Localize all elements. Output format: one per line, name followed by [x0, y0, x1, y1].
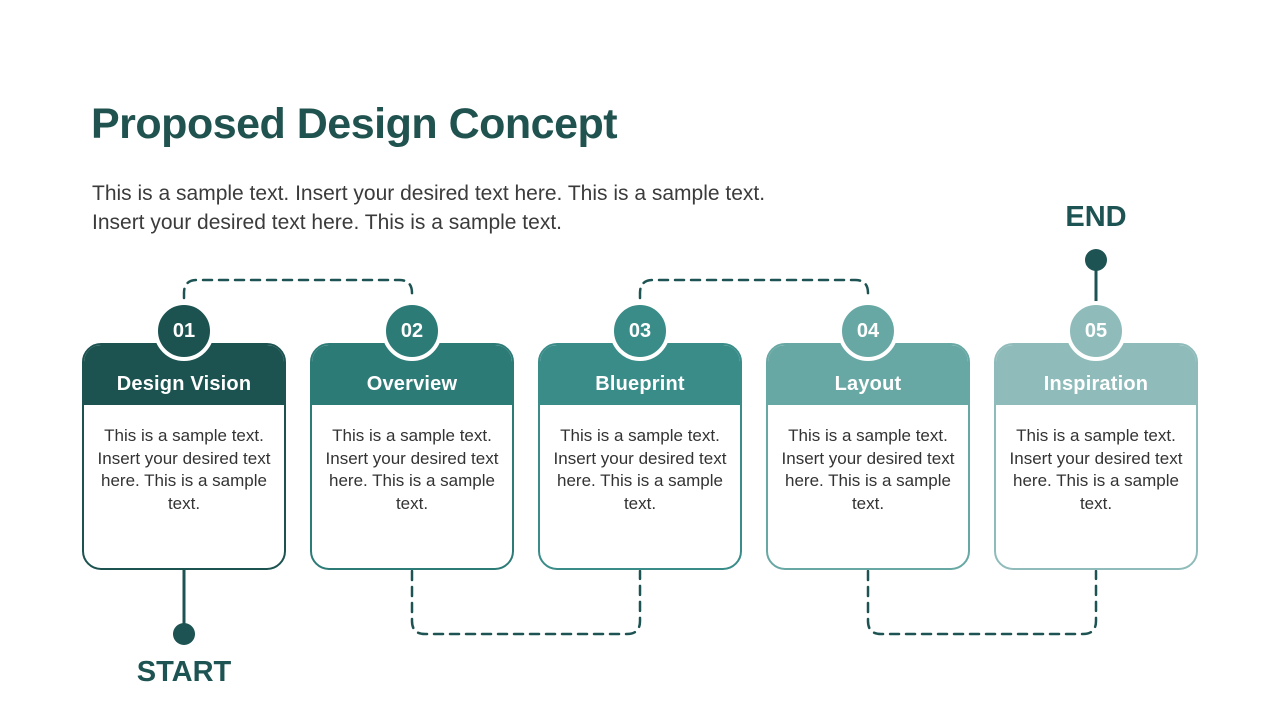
step-card: Design Vision This is a sample text. Ins… — [82, 343, 286, 570]
step-title: Overview — [366, 372, 458, 395]
step-number-badge: 04 — [838, 301, 898, 361]
step-wrapper-4: Layout This is a sample text. Insert you… — [766, 301, 970, 571]
step-number: 05 — [1084, 319, 1108, 342]
end-label: END — [1065, 201, 1127, 233]
step-description: This is a sample text. Insert your desir… — [553, 426, 727, 513]
connector-step4-step5 — [866, 569, 1098, 636]
step-title: Layout — [834, 372, 902, 395]
slide-subtitle: This is a sample text. Insert your desir… — [92, 182, 766, 235]
step-description: This is a sample text. Insert your desir… — [97, 426, 271, 513]
step-card: Blueprint This is a sample text. Insert … — [538, 343, 742, 570]
step-number-badge: 03 — [610, 301, 670, 361]
step-header: Layout — [768, 345, 968, 405]
step-card: Inspiration This is a sample text. Inser… — [994, 343, 1198, 570]
step-number: 03 — [628, 319, 652, 342]
step-card: Layout This is a sample text. Insert you… — [766, 343, 970, 570]
step-number-badge: 05 — [1066, 301, 1126, 361]
step-title: Inspiration — [1043, 372, 1149, 395]
step-card: Overview This is a sample text. Insert y… — [310, 343, 514, 570]
end-dot — [1085, 249, 1107, 271]
start-dot — [173, 623, 195, 645]
start-label: START — [136, 656, 232, 688]
connector-step3-step4 — [638, 278, 870, 300]
step-wrapper-1: Design Vision This is a sample text. Ins… — [82, 301, 286, 571]
step-number-badge: 01 — [154, 301, 214, 361]
step-title: Design Vision — [116, 372, 252, 395]
step-description: This is a sample text. Insert your desir… — [325, 426, 499, 513]
connector-step1-step2 — [182, 278, 414, 300]
step-description: This is a sample text. Insert your desir… — [1009, 426, 1183, 513]
step-wrapper-3: Blueprint This is a sample text. Insert … — [538, 301, 742, 571]
step-header: Blueprint — [540, 345, 740, 405]
step-number: 01 — [172, 319, 196, 342]
step-description: This is a sample text. Insert your desir… — [781, 426, 955, 513]
connector-step2-step3 — [410, 569, 642, 636]
step-wrapper-5: Inspiration This is a sample text. Inser… — [994, 301, 1198, 571]
step-title: Blueprint — [595, 372, 685, 395]
step-wrapper-2: Overview This is a sample text. Insert y… — [310, 301, 514, 571]
step-number: 04 — [856, 319, 880, 342]
page-title: Proposed Design Concept — [91, 100, 618, 148]
step-number: 02 — [400, 319, 424, 342]
step-number-badge: 02 — [382, 301, 442, 361]
